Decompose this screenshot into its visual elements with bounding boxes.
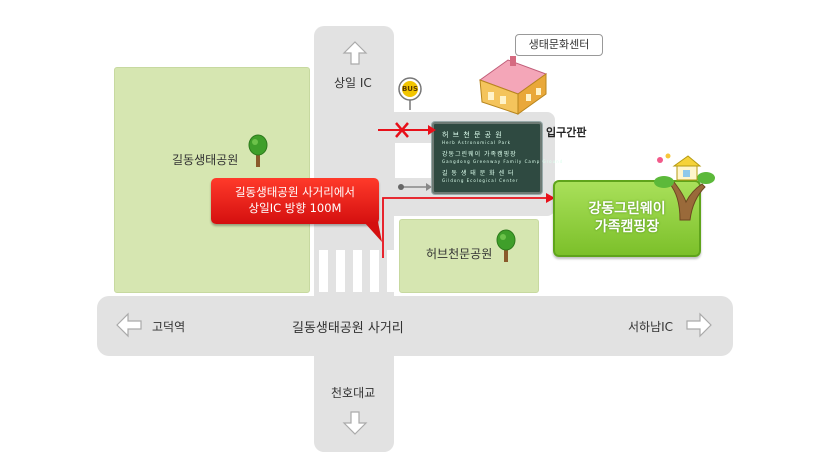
callout-line-1: 길동생태공원 사거리에서: [234, 185, 356, 199]
crosswalk-stripe: [336, 250, 345, 292]
direction-west-label: 고덕역: [152, 320, 186, 334]
bus-stop-label: BUS: [401, 85, 419, 93]
side-road-inner: [395, 143, 435, 178]
crosswalk-stripe: [370, 250, 379, 292]
intersection-label: 길동생태공원 사거리: [292, 321, 404, 336]
east-west-road: [97, 296, 733, 356]
route-callout: 길동생태공원 사거리에서 상일IC 방향 100M: [211, 178, 379, 224]
sign-text: 강동그린웨이 가족캠핑장: [442, 151, 517, 158]
destination-line-2: 가족캠핑장: [594, 219, 660, 235]
sign-text: 길 동 생 태 문 화 센 터: [442, 170, 515, 177]
building-icon: [478, 56, 548, 115]
direction-north-label: 상일 IC: [334, 76, 372, 90]
arrow-left-icon: [116, 312, 142, 338]
sign-text: 허 브 천 문 공 원: [442, 131, 503, 139]
arrow-right-icon: [686, 312, 712, 338]
sign-text: Herb Astronomical Park: [442, 140, 511, 145]
eco-center-label: 생태문화센터: [515, 34, 603, 56]
sign-text: Gangdong Greenway Family Camp Ground: [442, 159, 564, 164]
entrance-sign-board: 허 브 천 문 공 원 Herb Astronomical Park 강동그린웨…: [432, 122, 562, 194]
tree-icon: [248, 134, 268, 167]
sign-text: Gildong Ecological Center: [442, 178, 519, 183]
herb-park-label: 허브천문공원: [426, 247, 493, 261]
herb-park-area: [399, 219, 539, 293]
arrow-up-icon: [342, 41, 368, 65]
crosswalk-stripe: [319, 250, 328, 292]
direction-east-label: 서하남IC: [628, 320, 674, 334]
direction-south-label: 천호대교: [331, 386, 376, 400]
callout-pointer: [364, 222, 382, 242]
tree-icon: [496, 229, 516, 262]
treehouse-icon: [654, 153, 715, 221]
gildong-park-label: 길동생태공원: [172, 153, 239, 167]
bus-stop-icon: [398, 77, 422, 110]
crosswalk-stripe: [353, 250, 362, 292]
crosswalk-stripe: [387, 250, 396, 292]
destination-line-1: 강동그린웨이: [588, 201, 666, 217]
entrance-sign-label: 입구간판: [546, 126, 587, 139]
arrow-down-icon: [342, 411, 368, 435]
callout-line-2: 상일IC 방향 100M: [248, 201, 342, 215]
